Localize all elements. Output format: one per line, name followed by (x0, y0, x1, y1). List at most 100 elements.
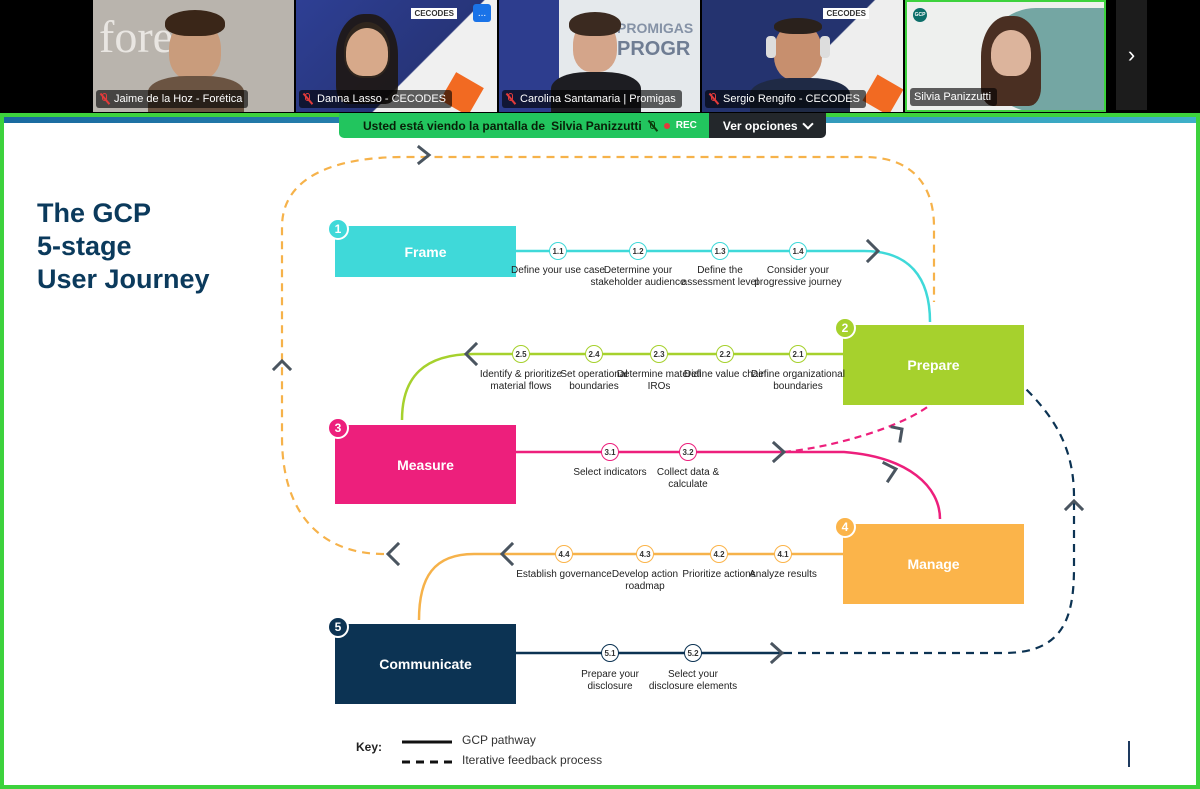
step-label: Develop action roadmap (611, 569, 679, 592)
cecodes-logo: CECODES (411, 8, 457, 19)
step-badge: 1.3 (711, 242, 729, 260)
screen-share-bar: Usted está viendo la pantalla de Silvia … (339, 113, 826, 138)
participant-tile-jaime[interactable]: fore Jaime de la Hoz - Forética (93, 0, 294, 112)
more-options-button[interactable]: ... (473, 4, 491, 22)
participant-name: Danna Lasso - CECODES (299, 90, 452, 108)
step-badge: 4.3 (636, 545, 654, 563)
mic-muted-icon (506, 93, 516, 105)
stage-number-badge: 1 (327, 218, 349, 240)
participant-name: Jaime de la Hoz - Forética (96, 90, 249, 108)
step-badge: 3.1 (601, 443, 619, 461)
chevron-right-icon (771, 440, 787, 464)
person-hair (774, 18, 822, 34)
progress-wall-text: PROGR (617, 38, 691, 60)
step-label: Identify & prioritize material flows (479, 369, 563, 392)
person-face (346, 28, 388, 76)
headphones-icon (766, 36, 776, 58)
stage-prepare-box: Prepare (843, 325, 1024, 405)
participant-tile-carolina[interactable]: PROMIGAS PROGR Carolina Santamaria | Pro… (499, 0, 700, 112)
key-title: Key: (356, 740, 383, 754)
step-label: Select indicators (573, 467, 647, 478)
path-manage-communicate (417, 552, 844, 621)
journey-diagram (271, 144, 1085, 764)
mic-muted-icon (100, 93, 110, 105)
step-label: Set operational boundaries (560, 369, 628, 392)
chevron-right-icon (769, 641, 785, 665)
chevron-up-icon (1063, 498, 1085, 512)
step-badge: 3.2 (679, 443, 697, 461)
view-options-button[interactable]: Ver opciones (708, 113, 826, 138)
chevron-left-icon (385, 541, 401, 567)
step-label: Define the assessment level (681, 265, 759, 288)
stage-number-badge: 3 (327, 417, 349, 439)
slide-page-marker (1128, 741, 1130, 767)
stage-number-badge: 2 (834, 317, 856, 339)
slide-title: The GCP 5-stage User Journey (37, 198, 210, 294)
stage-number-badge: 4 (834, 516, 856, 538)
step-label: Define organizational boundaries (751, 369, 845, 392)
cecodes-logo: CECODES (823, 8, 869, 19)
step-badge: 4.4 (555, 545, 573, 563)
next-page-button[interactable]: › (1116, 0, 1147, 110)
feedback-communicate-prepare (784, 386, 1076, 655)
presenter-name: Silvia Panizzutti (551, 118, 642, 133)
chevron-down-icon (801, 117, 814, 130)
chevron-left-icon (463, 341, 479, 367)
step-label: Define value chain (683, 369, 767, 380)
step-badge: 5.2 (684, 644, 702, 662)
participant-tile-danna[interactable]: CECODES ... Danna Lasso - CECODES (296, 0, 497, 112)
stage-frame-box: Frame (335, 226, 516, 277)
stage-number-badge: 5 (327, 616, 349, 638)
chevron-right-icon (881, 460, 899, 484)
chevron-right-icon: › (1127, 42, 1136, 67)
step-badge: 4.1 (774, 545, 792, 563)
recording-dot-icon (663, 122, 670, 129)
step-label: Collect data & calculate (656, 467, 720, 490)
step-badge: 2.4 (585, 345, 603, 363)
screen-share-area: The GCP 5-stage User Journey (0, 113, 1200, 789)
feedback-measure-prepare (783, 401, 935, 454)
promigas-wall-text: PROMIGAS (617, 20, 694, 36)
step-label: Establish governance (516, 569, 612, 580)
step-badge: 2.3 (650, 345, 668, 363)
mic-muted-icon (647, 119, 658, 132)
feedback-loop-outer (280, 155, 936, 556)
path-measure-manage (516, 450, 942, 520)
stage-measure-box: Measure (335, 425, 516, 504)
headphones-icon (820, 36, 830, 58)
chevron-up-icon (271, 358, 293, 372)
participant-tile-silvia[interactable]: GCP Silvia Panizzutti (905, 0, 1106, 112)
shared-slide: The GCP 5-stage User Journey (4, 117, 1196, 785)
step-label: Define your use case (511, 265, 605, 276)
step-badge: 1.2 (629, 242, 647, 260)
stage-manage-box: Manage (843, 524, 1024, 604)
gcp-logo: GCP (913, 8, 927, 22)
chevron-left-icon (499, 541, 515, 567)
step-label: Analyze results (749, 569, 817, 580)
participant-tile-sergio[interactable]: CECODES Sergio Rengifo - CECODES (702, 0, 903, 112)
step-badge: 2.2 (716, 345, 734, 363)
mic-muted-icon (303, 93, 313, 105)
step-badge: 4.2 (710, 545, 728, 563)
step-badge: 1.1 (549, 242, 567, 260)
key-dashed-label: Iterative feedback process (462, 753, 603, 767)
mic-muted-icon (709, 93, 719, 105)
participant-name: Carolina Santamaria | Promigas (502, 90, 682, 108)
step-badge: 5.1 (601, 644, 619, 662)
step-label: Consider your progressive journey (754, 265, 842, 288)
path-frame-prepare (516, 249, 932, 323)
recording-indicator: REC (675, 120, 697, 131)
step-badge: 2.1 (789, 345, 807, 363)
viewing-screen-indicator: Usted está viendo la pantalla de Silvia … (339, 113, 709, 138)
chevron-up-right-icon (890, 425, 904, 443)
person-hair (569, 12, 621, 36)
chevron-right-icon (416, 144, 432, 166)
step-label: Select your disclosure elements (648, 669, 738, 692)
person-face (991, 30, 1031, 76)
step-label: Determine material IROs (616, 369, 702, 392)
person-hair (165, 10, 225, 36)
step-badge: 1.4 (789, 242, 807, 260)
foretica-wall-letters: fore (99, 11, 174, 62)
participant-name: Sergio Rengifo - CECODES (705, 90, 866, 108)
step-label: Prioritize actions (682, 569, 756, 580)
